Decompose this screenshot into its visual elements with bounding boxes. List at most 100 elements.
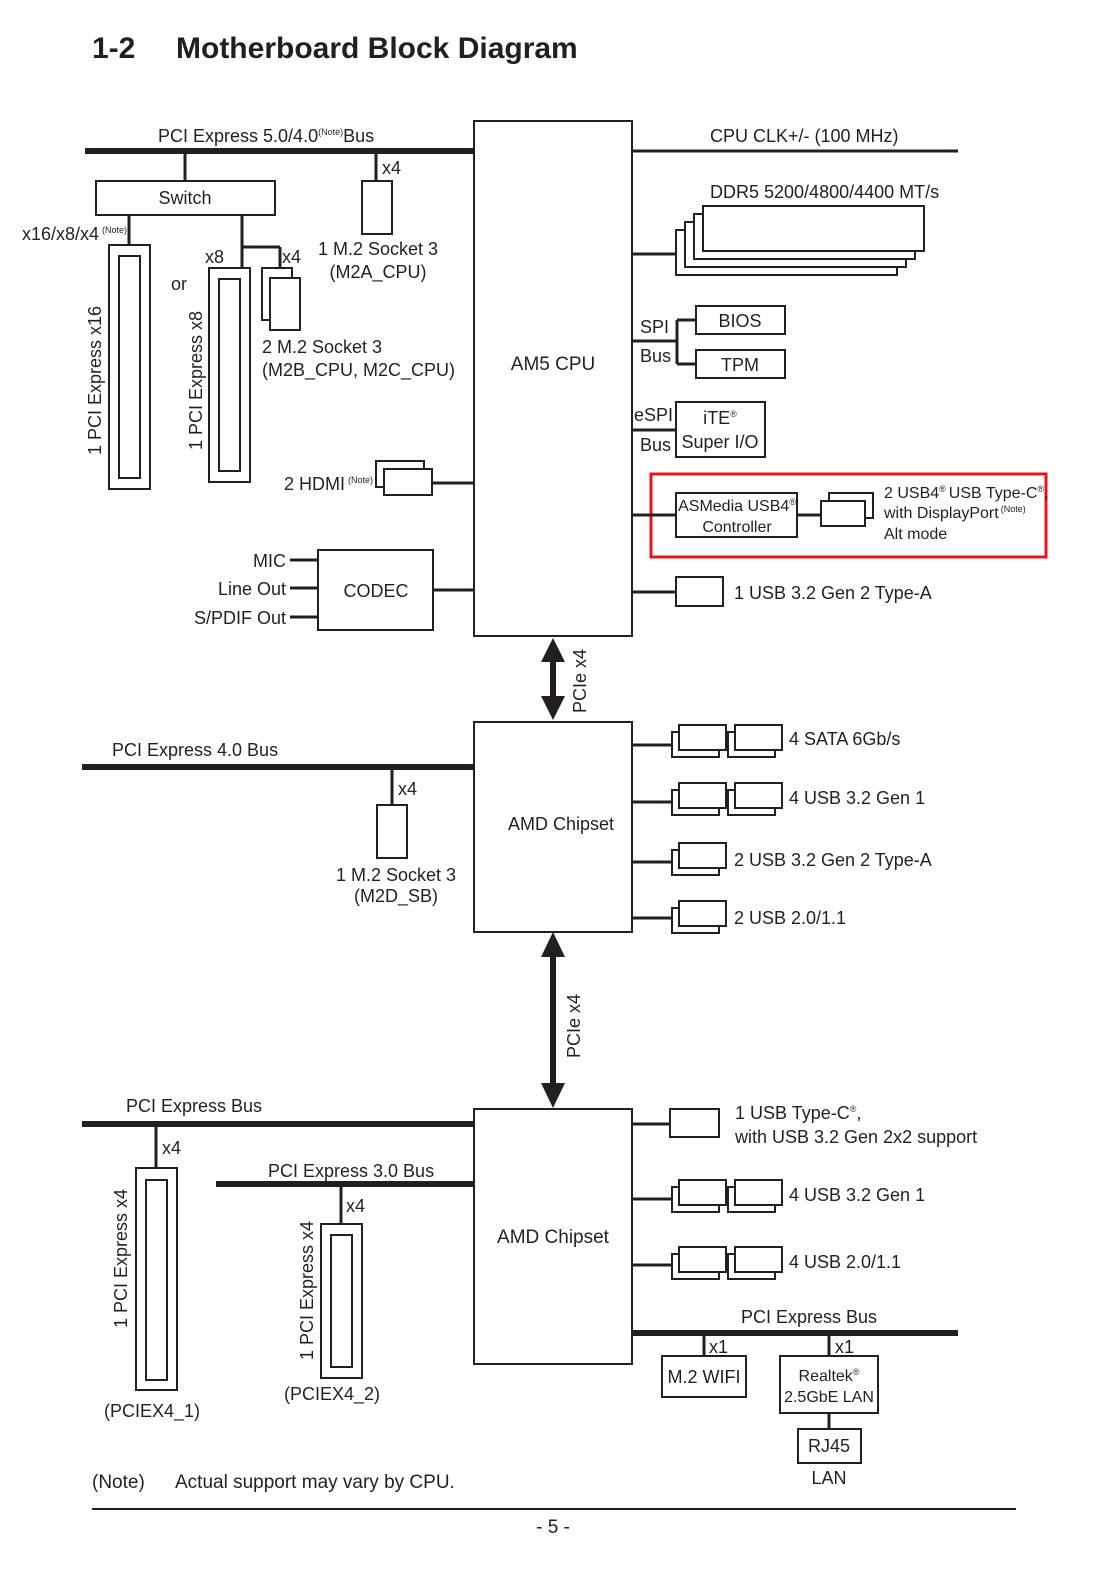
hdmi-port-front — [383, 468, 433, 496]
c2-usb20-port-a1 — [678, 1246, 727, 1273]
x8-label: x8 — [205, 247, 224, 267]
super-io-box — [675, 401, 766, 458]
codec-label: CODEC — [343, 581, 408, 601]
link1-arrow-down — [541, 696, 565, 720]
espi-bus-label: Bus — [640, 435, 671, 455]
m2a-label-line1: 1 M.2 Socket 3 — [318, 239, 438, 259]
slot1-x4-label: x4 — [162, 1138, 181, 1158]
sata-label: 4 SATA 6Gb/s — [789, 729, 900, 749]
or-label: or — [171, 274, 187, 294]
usbc-label-line1: 1 USB Type-C®, — [735, 1103, 861, 1123]
pcie3-bus-label: PCI Express 3.0 Bus — [268, 1161, 434, 1181]
m2d-socket — [376, 804, 408, 859]
m2bc-socket-front — [269, 277, 301, 331]
pciex4-2-slot-inner — [330, 1234, 353, 1368]
rj45-label: RJ45 — [808, 1436, 850, 1456]
pciex4-2-label: 1 PCI Express x4 — [297, 1221, 317, 1360]
chipset1-pcie-bus-label: PCI Express 4.0 Bus — [112, 740, 278, 760]
c1-usb32gen2a-port-1 — [678, 842, 727, 869]
wifi-x1-label: x1 — [709, 1337, 728, 1357]
c1-usb32gen2a-label: 2 USB 3.2 Gen 2 Type-A — [734, 850, 932, 870]
wifi-label: M.2 WIFI — [668, 1367, 741, 1387]
x16-width-label: x16/x8/x4(Note) — [22, 224, 127, 244]
footer-note-label: (Note) — [92, 1472, 145, 1493]
lan-label: LAN — [811, 1468, 846, 1488]
switch-label: Switch — [158, 188, 211, 208]
pciex4-1-name: (PCIEX4_1) — [104, 1401, 200, 1422]
usbc-label-line2: with USB 3.2 Gen 2x2 support — [734, 1127, 977, 1147]
chipset2-right-bus-label: PCI Express Bus — [741, 1307, 877, 1327]
ite-label: iTE® — [703, 408, 737, 428]
pcie-x8-slot-label: 1 PCI Express x8 — [186, 311, 206, 450]
c1-usb20-label: 2 USB 2.0/1.1 — [734, 908, 846, 928]
footer-note-text: Actual support may vary by CPU. — [175, 1472, 455, 1493]
m2d-label-line2: (M2D_SB) — [354, 886, 438, 907]
chipset2-block — [473, 1108, 633, 1365]
c2-usb32gen1-label: 4 USB 3.2 Gen 1 — [789, 1185, 925, 1205]
chipset2-pcie-bus-label: PCI Express Bus — [126, 1096, 262, 1116]
m2a-label-line2: (M2A_CPU) — [329, 262, 426, 283]
cpu-clk-label: CPU CLK+/- (100 MHz) — [710, 126, 899, 146]
c1-usb32gen1-port-b1 — [734, 782, 783, 809]
link2-arrow-up — [541, 932, 565, 957]
tpm-box — [695, 349, 786, 379]
codec-box — [317, 549, 434, 631]
m2a-socket — [361, 180, 393, 235]
link1-arrow-up — [541, 638, 565, 662]
spdif-out-label: S/PDIF Out — [194, 608, 286, 628]
usbc-port — [669, 1108, 720, 1138]
usb32-typea-label: 1 USB 3.2 Gen 2 Type-A — [734, 583, 932, 603]
slot2-x4-label: x4 — [346, 1196, 365, 1216]
link2-label: PCIe x4 — [564, 994, 584, 1058]
pcie-x16-slot-label: 1 PCI Express x16 — [85, 306, 105, 455]
section-number: 1-2 — [92, 32, 135, 65]
asmedia-label-line2: Controller — [702, 519, 772, 536]
switch-box — [95, 180, 276, 216]
m2bc-label-line1: 2 M.2 Socket 3 — [262, 337, 382, 357]
lan-x1-label: x1 — [835, 1337, 854, 1357]
ddr5-label: DDR5 5200/4800/4400 MT/s — [710, 182, 939, 202]
espi-label: eSPI — [634, 405, 673, 425]
sata-port-a1 — [678, 724, 727, 751]
page-title: Motherboard Block Diagram — [176, 32, 578, 65]
sata-port-b1 — [734, 724, 783, 751]
m2d-label-line1: 1 M.2 Socket 3 — [336, 865, 456, 885]
spi-label: SPI — [640, 317, 669, 337]
page-number: - 5 - — [536, 1517, 570, 1538]
rj45-box — [797, 1428, 862, 1464]
bios-label: BIOS — [718, 311, 761, 331]
chipset1-label: AMD Chipset — [508, 814, 614, 834]
x4-m2bc-label: x4 — [282, 247, 301, 267]
pcie-x8-slot-inner — [218, 278, 241, 472]
link2-arrow-down — [541, 1083, 565, 1108]
m2d-x4-label: x4 — [398, 779, 417, 799]
pcie-x16-slot-inner — [118, 255, 141, 479]
usb4-port-front — [820, 500, 866, 527]
usb4-label-line2: with DisplayPort(Note) — [883, 504, 1026, 522]
c2-usb20-port-b1 — [734, 1246, 783, 1273]
c1-usb32gen1-label: 4 USB 3.2 Gen 1 — [789, 788, 925, 808]
c2-usb20-label: 4 USB 2.0/1.1 — [789, 1252, 901, 1272]
cpu-label: AM5 CPU — [511, 354, 595, 375]
usb4-label-line3: Alt mode — [884, 526, 947, 543]
asmedia-controller-box — [675, 492, 798, 538]
c2-usb32gen1-port-a1 — [678, 1179, 727, 1206]
super-io-label: Super I/O — [681, 432, 758, 452]
usb4-label-line1: 2 USB4®USB Type-C®, — [884, 484, 1049, 502]
bios-box — [695, 305, 786, 335]
wifi-box — [661, 1355, 747, 1398]
line-out-label: Line Out — [218, 579, 286, 599]
spi-bus-label: Bus — [640, 346, 671, 366]
c1-usb20-port-1 — [678, 900, 727, 927]
asmedia-label-line1: ASMedia USB4® — [678, 497, 796, 515]
realtek-label-line1: Realtek® — [799, 1367, 860, 1385]
tpm-label: TPM — [721, 355, 759, 375]
link1-label: PCIe x4 — [570, 649, 590, 713]
c2-usb32gen1-port-b1 — [734, 1179, 783, 1206]
m2a-x4-label: x4 — [382, 158, 401, 178]
cpu-block — [473, 120, 633, 637]
chipset1-block — [473, 721, 633, 933]
chipset2-label: AMD Chipset — [497, 1227, 610, 1248]
m2bc-label-line2: (M2B_CPU, M2C_CPU) — [262, 360, 455, 381]
